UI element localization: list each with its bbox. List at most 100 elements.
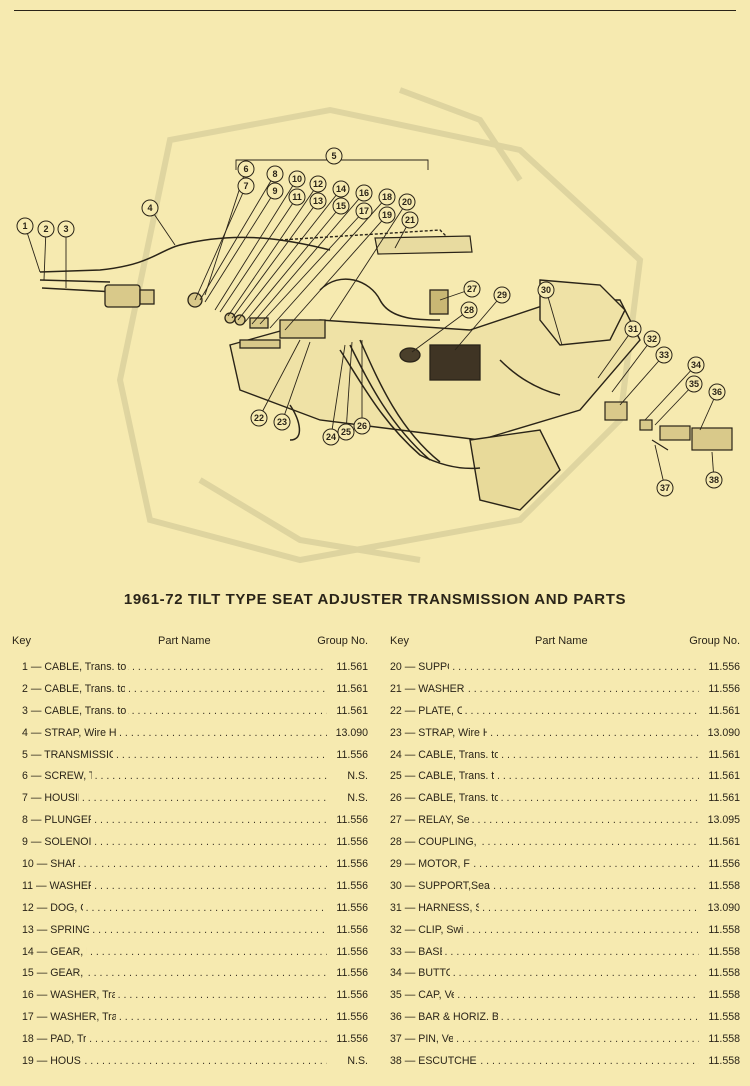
part-name: 14 — GEAR, Front Vertical [22,945,87,958]
callout-number: 5 [331,151,336,161]
part-row: 18 — PAD, Trans. Support11.556 [12,1033,368,1055]
callout-marker: 34 [687,356,705,374]
callout-marker: 2 [37,220,55,238]
callout-circle [378,206,396,224]
bracket-21 [374,235,473,255]
group-number: 11.558 [708,1011,740,1024]
callout-number: 14 [336,184,346,194]
leader-line [597,328,634,379]
callout-circle [288,188,306,206]
group-number: 11.558 [708,967,740,980]
callout-marker: 25 [337,423,355,441]
callout-marker: 28 [460,301,478,319]
callout-marker: 38 [705,471,723,489]
callout-circle [332,180,350,198]
group-number: 11.556 [336,836,368,849]
callout-circle [237,177,255,195]
leader-line [251,192,365,325]
callout-circle [266,182,284,200]
part-row: 10 — SHAFT, Clutch11.556 [12,858,368,880]
part-row: 29 — MOTOR, Front Seat Adjuster11.556 [390,858,740,880]
parts-rows-left: 1 — CABLE, Trans. to Adjuster—Front Vert… [12,661,368,1077]
leader-line [644,364,697,421]
dot-leader [118,989,327,1001]
callout-marker: 33 [655,346,673,364]
cables [39,236,561,470]
motor-and-relay [399,289,481,381]
part-row: 35 — CAP, Vertical Button11.558 [390,989,740,1011]
part-name: 10 — SHAFT, Clutch [22,858,75,871]
leader-line [214,178,298,311]
dot-leader [482,836,699,848]
callout-circle [353,417,371,435]
callout-marker: 6 [237,160,255,178]
leader-line [284,214,388,331]
part-name: 18 — PAD, Trans. Support [22,1033,87,1046]
leader-line [454,294,503,351]
callout-marker: 35 [685,375,703,393]
header-key: Key [12,635,31,647]
dot-leader [466,924,699,936]
leader-line [345,341,353,433]
callout-number: 19 [382,210,392,220]
callout-circle [656,479,674,497]
callout-marker: 26 [353,417,371,435]
callout-marker: 16 [355,184,373,202]
group-number: 11.561 [336,661,368,673]
callout-marker: 19 [378,206,396,224]
part-row: 34 — BUTTON, Vertical11.558 [390,967,740,989]
part-name: 24 — CABLE, Trans. to Adjuster—Front Ver… [390,748,499,761]
dot-leader [482,902,699,914]
callout-number: 29 [497,290,507,300]
callout-number: 21 [405,215,415,225]
callout-marker: 8 [266,165,284,183]
group-number: 11.556 [336,814,368,827]
callout-number: 2 [43,224,48,234]
part-name: 37 — PIN, Verticol Button [390,1033,454,1046]
part-name: 31 — HARNESS, Six Way Seat Adjuster [390,901,480,914]
leader-line [619,354,665,406]
dot-leader [94,814,327,826]
dot-leader [493,880,699,892]
part-row: 1 — CABLE, Trans. to Adjuster—Front Vert… [12,661,368,683]
callout-circle [624,320,642,338]
group-number: 11.556 [708,661,740,673]
callout-number: 17 [359,206,369,216]
part-name: 32 — CLIP, Switch Escutcheon [390,923,464,936]
dot-leader [88,967,327,979]
part-name: 4 — STRAP, Wire Harness—Trans. to Cable [22,726,117,739]
callout-marker: 5 [325,147,343,165]
group-number: 11.558 [708,945,740,958]
group-number: 11.561 [708,704,740,717]
part-row: 9 — SOLENOID, Seat Trans.11.556 [12,836,368,858]
callout-marker: 29 [493,286,511,304]
part-row: 33 — BASE, Switch11.558 [390,946,740,968]
dot-leader [82,792,327,804]
part-row: 8 — PLUNGER, Clutch Shaft11.556 [12,814,368,836]
leader-line [269,196,388,329]
part-row: 30 — SUPPORT,Seat Side Panel Esc. & Swit… [390,880,740,902]
part-row: 13 — SPRING, Clutch Shaft11.556 [12,924,368,946]
dot-leader [84,1055,327,1067]
part-name: 12 — DOG, Clutch Shaft [22,901,83,914]
part-row: 36 — BAR & HORIZ. BUTTON ASSY., Switch R… [390,1011,740,1033]
callout-number: 27 [467,284,477,294]
leader-line [329,201,408,321]
callout-number: 35 [689,379,699,389]
dot-leader [473,858,699,870]
callout-number: 1 [22,221,27,231]
dot-leader [501,792,699,804]
group-number: 11.556 [336,879,368,892]
part-name: 1 — CABLE, Trans. to Adjuster—Front Vert… [22,661,129,673]
dot-leader [119,727,327,739]
callout-circle [250,409,268,427]
callout-circle [37,220,55,238]
callout-circle [401,211,419,229]
group-number: 11.561 [708,770,740,783]
parts-column-right: Key Part Name Group No. 20 — SUPPORT, Mo… [390,633,740,1077]
part-row: 7 — HOUSING, Trans.N.S. [12,792,368,814]
callout-circle [463,280,481,298]
group-number: 11.558 [708,923,740,936]
